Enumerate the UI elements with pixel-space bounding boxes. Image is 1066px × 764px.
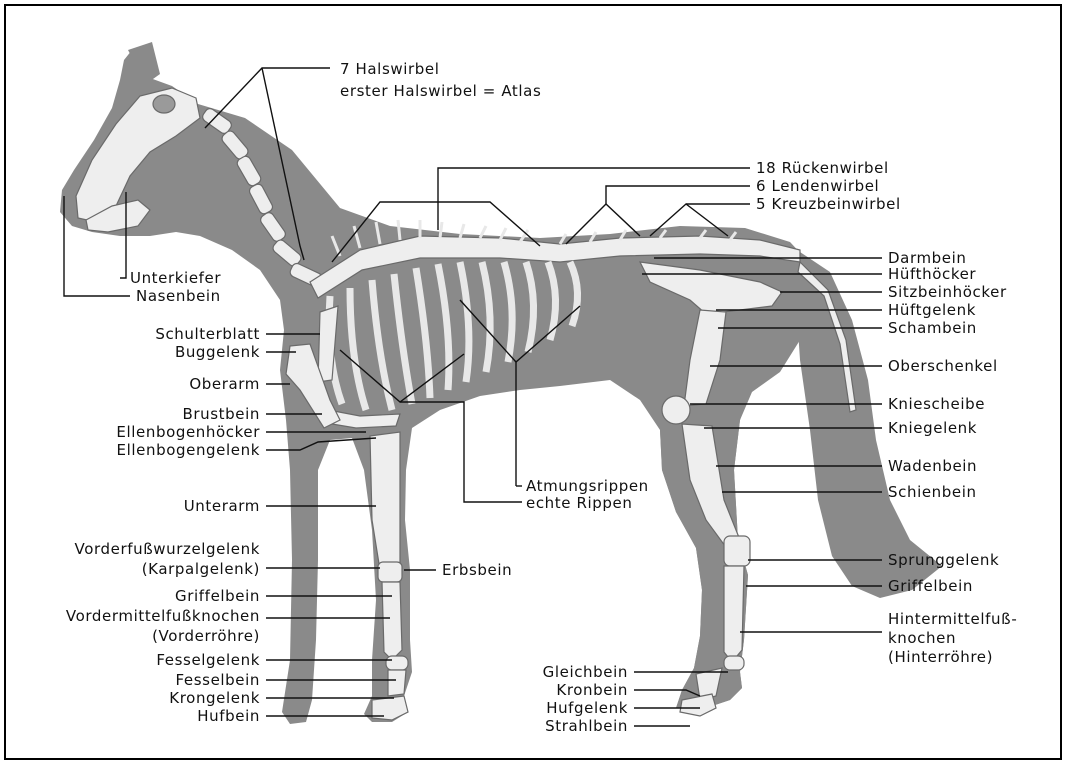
label-buggelenk: Buggelenk — [175, 343, 260, 361]
hind-cannon-bone — [724, 566, 744, 662]
label-vordermittelfuss-2: (Vorderröhre) — [152, 627, 260, 645]
label-unterarm: Unterarm — [184, 497, 260, 515]
label-sprunggelenk: Sprunggelenk — [888, 551, 999, 569]
label-schambein: Schambein — [888, 319, 977, 337]
label-hufgelenk: Hufgelenk — [546, 699, 628, 717]
label-vorderfusswurzel-2: (Karpalgelenk) — [142, 560, 260, 578]
label-atmungsrippen: Atmungsrippen — [526, 477, 649, 495]
label-hintermittelfuss-1: Hintermittelfuß- — [888, 610, 1017, 628]
label-strahlbein: Strahlbein — [545, 717, 628, 735]
front-cannon-bone — [382, 582, 402, 660]
label-griffelbein-hinten: Griffelbein — [888, 577, 973, 595]
label-kronbein: Kronbein — [556, 681, 628, 699]
label-griffelbein-vorne: Griffelbein — [175, 587, 260, 605]
front-fetlock-bone — [386, 656, 408, 670]
label-erbsbein: Erbsbein — [442, 561, 512, 579]
label-kniegelenk: Kniegelenk — [888, 419, 977, 437]
label-schulterblatt: Schulterblatt — [155, 325, 260, 343]
label-schienbein: Schienbein — [888, 483, 977, 501]
label-halswirbel: 7 Halswirbel — [340, 60, 440, 78]
label-kreuzbeinwirbel: 5 Kreuzbeinwirbel — [756, 195, 901, 213]
label-ellenbogengelenk: Ellenbogengelenk — [117, 441, 260, 459]
label-echte-rippen: echte Rippen — [526, 494, 632, 512]
label-krongelenk: Krongelenk — [169, 689, 260, 707]
label-atlas: erster Halswirbel = Atlas — [340, 82, 541, 100]
label-kniescheibe: Kniescheibe — [888, 395, 985, 413]
label-brustbein: Brustbein — [183, 405, 261, 423]
label-lendenwirbel: 6 Lendenwirbel — [756, 177, 879, 195]
label-sitzbeinhoecker: Sitzbeinhöcker — [888, 283, 1007, 301]
label-huefthoecker: Hüfthöcker — [888, 265, 976, 283]
front-pastern-bone — [388, 670, 406, 696]
hock-bone — [724, 536, 750, 566]
patella-bone — [662, 396, 690, 424]
hind-fetlock-bone — [724, 656, 744, 670]
label-hueftgelenk: Hüftgelenk — [888, 301, 976, 319]
label-rueckenwirbel: 18 Rückenwirbel — [756, 159, 889, 177]
eye-socket — [153, 95, 175, 113]
label-unterkiefer: Unterkiefer — [130, 269, 221, 287]
label-hufbein: Hufbein — [197, 707, 260, 725]
label-vordermittelfuss-1: Vordermittelfußknochen — [66, 607, 260, 625]
label-oberschenkel: Oberschenkel — [888, 357, 998, 375]
label-hintermittelfuss-2: knochen — [888, 629, 956, 647]
label-fesselgelenk: Fesselgelenk — [156, 651, 260, 669]
label-fesselbein: Fesselbein — [176, 671, 261, 689]
label-ellenbogenhoecker: Ellenbogenhöcker — [116, 423, 260, 441]
label-gleichbein: Gleichbein — [543, 663, 628, 681]
label-oberarm: Oberarm — [189, 375, 260, 393]
label-hintermittelfuss-3: (Hinterröhre) — [888, 648, 993, 666]
label-nasenbein: Nasenbein — [136, 287, 221, 305]
label-wadenbein: Wadenbein — [888, 457, 977, 475]
carpus-bone — [378, 562, 402, 582]
label-vorderfusswurzel-1: Vorderfußwurzelgelenk — [75, 540, 260, 558]
